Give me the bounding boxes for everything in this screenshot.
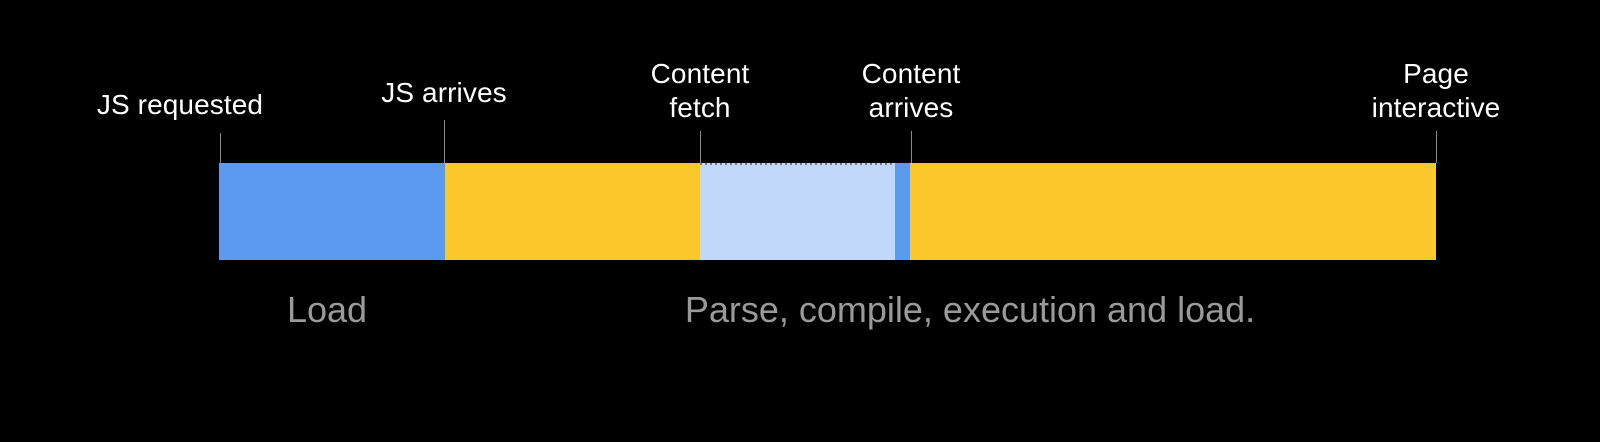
caption-load: Load <box>286 289 368 330</box>
segment-parse-yellow <box>445 163 700 260</box>
timeline-bar <box>219 163 1436 260</box>
leader-line-content-arrives <box>911 131 912 163</box>
caption-parse-compile-execution: Parse, compile, execution and load. <box>684 289 1256 330</box>
leader-line-content-fetch <box>700 131 701 163</box>
marker-label-js-requested: JS requested <box>96 89 264 120</box>
marker-label-content-arrives: Content arrives <box>861 58 961 123</box>
leader-line-js-arrives <box>444 120 445 163</box>
leader-line-js-requested <box>220 133 221 163</box>
segment-content-fetch <box>700 163 895 260</box>
segment-content-load <box>895 163 910 260</box>
marker-label-js-arrives: JS arrives <box>381 77 507 108</box>
segment-execute-yellow <box>910 163 1436 260</box>
segment-load-blue <box>219 163 445 260</box>
marker-label-content-fetch: Content fetch <box>650 58 750 123</box>
leader-line-page-interactive <box>1436 131 1437 163</box>
marker-label-page-interactive: Page interactive <box>1371 58 1501 123</box>
